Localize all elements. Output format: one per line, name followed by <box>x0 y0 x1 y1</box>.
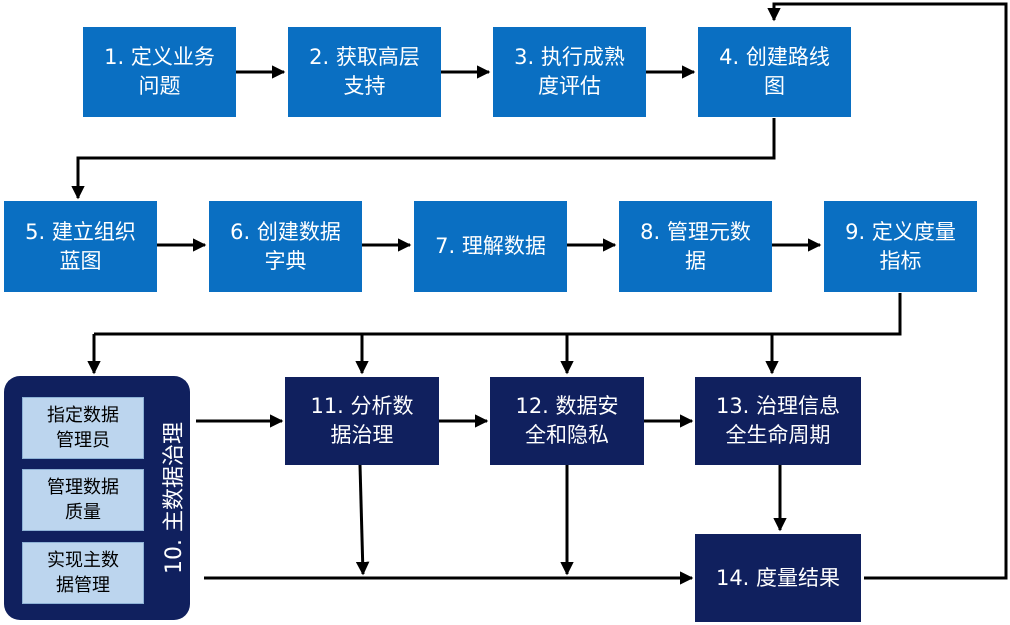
sub-item-1-line-2: 管理员 <box>56 430 110 451</box>
arrow-4-5 <box>71 118 776 200</box>
step-9-define-metrics: 9. 定义度量 指标 <box>824 201 977 292</box>
step-4-line-1: 4. 创建路线 <box>719 45 830 69</box>
arrow-14-4-loop <box>767 2 1008 580</box>
step-4-line-2: 图 <box>764 74 785 98</box>
step-8-manage-metadata: 8. 管理元数 据 <box>619 201 772 292</box>
step-12-line-1: 12. 数据安 <box>515 394 619 418</box>
step-12-security-privacy: 12. 数据安 全和隐私 <box>490 377 644 465</box>
step-2-executive-support: 2. 获取高层 支持 <box>288 27 441 117</box>
step-9-line-2: 指标 <box>879 248 922 273</box>
step-10-label: 10. 主数据治理 <box>162 422 187 574</box>
step-6-data-dictionary: 6. 创建数据 字典 <box>209 201 362 292</box>
step-13-info-lifecycle: 13. 治理信息 全生命周期 <box>695 377 861 465</box>
bus-from-9 <box>94 293 902 336</box>
sub-item-2-line-2: 质量 <box>65 502 101 523</box>
step-3-line-2: 度评估 <box>538 74 601 98</box>
step-1-line-2: 问题 <box>138 74 181 98</box>
step-5-line-2: 蓝图 <box>59 248 102 273</box>
step-5-line-1: 5. 建立组织 <box>25 219 136 244</box>
sub-item-3-line-2: 据管理 <box>56 575 110 596</box>
arrow-11-down <box>355 464 370 576</box>
step-9-line-1: 9. 定义度量 <box>845 219 956 244</box>
step-2-line-1: 2. 获取高层 <box>309 45 420 69</box>
step-7-understand-data: 7. 理解数据 <box>414 201 567 292</box>
step-5-org-blueprint: 5. 建立组织 蓝图 <box>4 201 157 292</box>
step-10-master-data-governance: 指定数据 管理员 管理数据 质量 实现主数 据管理 <box>4 376 190 620</box>
step-1-line-1: 1. 定义业务 <box>104 45 215 69</box>
step-4-create-roadmap: 4. 创建路线 图 <box>698 27 851 117</box>
step-14-line-1: 14. 度量结果 <box>715 565 841 590</box>
sub-item-mdm: 实现主数 据管理 <box>22 542 144 604</box>
step-8-line-2: 据 <box>685 248 706 273</box>
sub-item-1-line-1: 指定数据 <box>47 405 119 426</box>
step-11-analytics-governance: 11. 分析数 据治理 <box>285 377 439 465</box>
step-8-line-1: 8. 管理元数 <box>640 219 751 244</box>
step-6-line-2: 字典 <box>264 248 307 273</box>
step-6-line-1: 6. 创建数据 <box>230 219 341 244</box>
step-13-line-1: 13. 治理信息 <box>715 394 841 418</box>
sub-item-3-line-1: 实现主数 <box>47 550 119 571</box>
sub-item-assign-stewards: 指定数据 管理员 <box>22 397 144 459</box>
step-11-line-2: 据治理 <box>330 423 394 447</box>
step-3-line-1: 3. 执行成熟 <box>514 45 625 69</box>
step-2-line-2: 支持 <box>343 74 386 98</box>
sub-item-data-quality: 管理数据 质量 <box>22 469 144 531</box>
step-3-maturity-assessment: 3. 执行成熟 度评估 <box>493 27 646 117</box>
sub-item-2-line-1: 管理数据 <box>47 477 119 498</box>
step-14-measure-results: 14. 度量结果 <box>695 534 861 622</box>
step-1-define-business-problem: 1. 定义业务 问题 <box>83 27 236 117</box>
step-11-line-1: 11. 分析数 <box>310 394 414 418</box>
step-12-line-2: 全和隐私 <box>525 423 609 447</box>
step-13-line-2: 全生命周期 <box>725 423 831 447</box>
step-7-line-1: 7. 理解数据 <box>435 234 546 258</box>
